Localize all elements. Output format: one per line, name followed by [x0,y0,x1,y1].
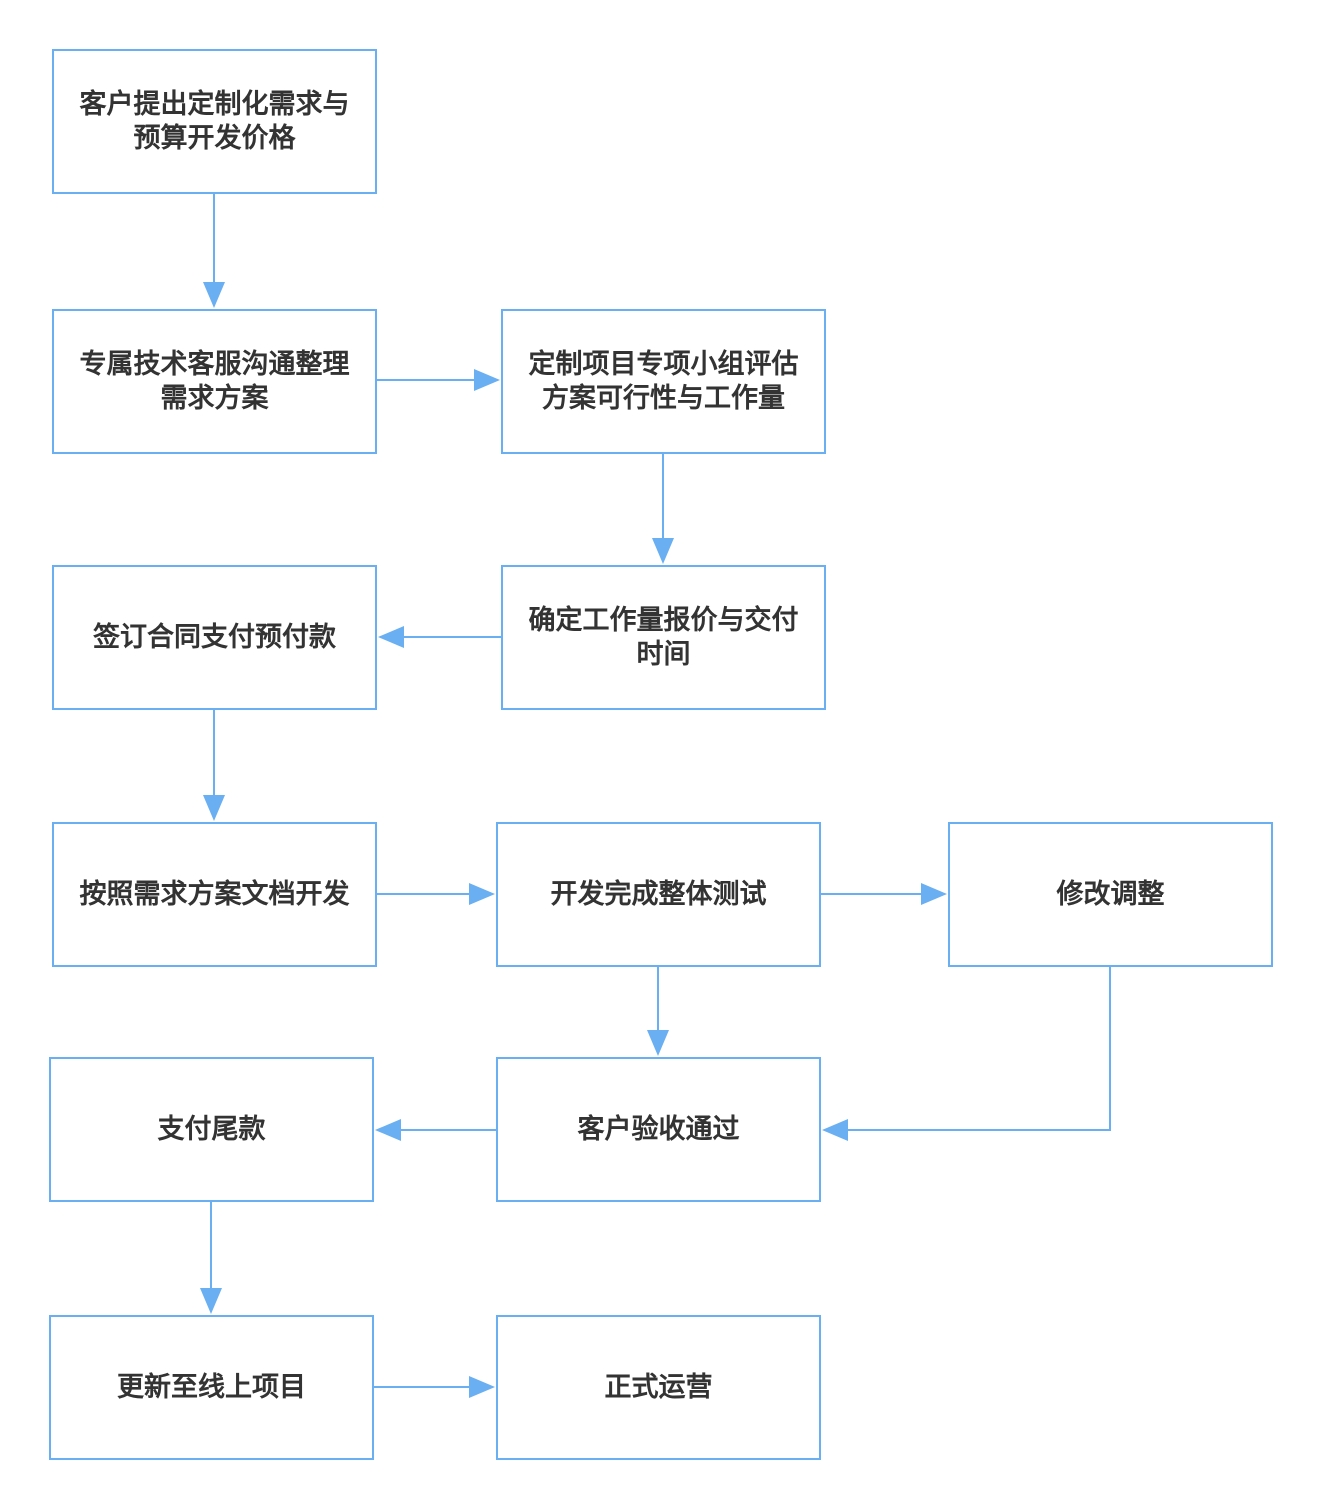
arrow-develop-to-test [377,883,495,905]
node-revise-label: 修改调整 [1056,878,1165,910]
arrow-deploy-to-operate [374,1376,495,1398]
arrowhead-icon [469,883,495,905]
node-develop: 按照需求方案文档开发 [52,822,377,967]
node-test: 开发完成整体测试 [496,822,821,967]
arrowhead-icon [921,883,947,905]
arrow-revise-to-accept [822,967,1111,1141]
node-accept: 客户验收通过 [496,1057,821,1202]
arrow-organize-to-evaluate [377,369,500,391]
node-quote: 确定工作量报价与交付 时间 [501,565,826,710]
arrow-final-payment-to-deploy [200,1202,222,1314]
node-evaluate: 定制项目专项小组评估 方案可行性与工作量 [501,309,826,454]
node-develop-label: 按照需求方案文档开发 [79,878,350,910]
arrowhead-icon [469,1376,495,1398]
arrowhead-icon [375,1119,401,1141]
arrowhead-icon [652,538,674,564]
node-operate-label: 正式运营 [604,1371,713,1403]
arrowhead-icon [474,369,500,391]
node-quote-label: 确定工作量报价与交付 时间 [528,604,799,670]
arrow-request-to-organize [203,194,225,308]
node-request: 客户提出定制化需求与 预算开发价格 [52,49,377,194]
node-contract: 签订合同支付预付款 [52,565,377,710]
arrowhead-icon [378,626,404,648]
node-accept-label: 客户验收通过 [577,1113,740,1145]
node-operate: 正式运营 [496,1315,821,1460]
node-evaluate-label: 定制项目专项小组评估 方案可行性与工作量 [528,348,799,414]
arrow-test-to-revise [821,883,947,905]
arrow-evaluate-to-quote [652,454,674,564]
arrow-contract-to-develop [203,710,225,821]
node-final-payment-label: 支付尾款 [157,1113,266,1145]
node-organize: 专属技术客服沟通整理 需求方案 [52,309,377,454]
arrow-quote-to-contract [378,626,501,648]
arrowhead-icon [203,282,225,308]
connector-line [848,967,1111,1131]
node-final-payment: 支付尾款 [49,1057,374,1202]
arrow-test-to-accept [647,967,669,1056]
node-test-label: 开发完成整体测试 [550,878,767,910]
node-deploy-label: 更新至线上项目 [117,1371,306,1403]
node-organize-label: 专属技术客服沟通整理 需求方案 [79,348,350,414]
node-deploy: 更新至线上项目 [49,1315,374,1460]
node-contract-label: 签订合同支付预付款 [93,621,336,653]
node-request-label: 客户提出定制化需求与 预算开发价格 [79,88,350,154]
arrowhead-icon [200,1288,222,1314]
arrowhead-icon [203,795,225,821]
arrow-accept-to-final-payment [375,1119,496,1141]
node-revise: 修改调整 [948,822,1273,967]
arrowhead-icon [822,1119,848,1141]
arrowhead-icon [647,1030,669,1056]
